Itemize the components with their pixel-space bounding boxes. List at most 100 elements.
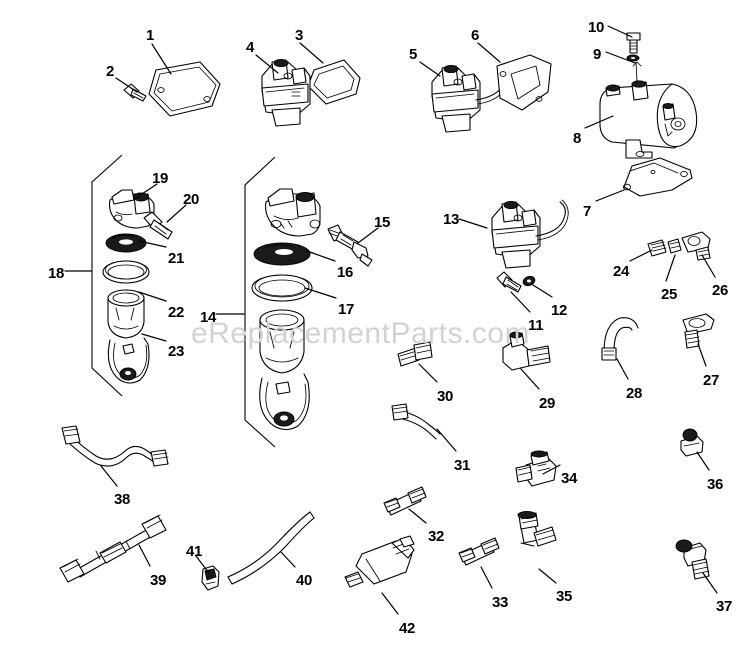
leader-lines <box>64 25 718 615</box>
callout-number-5: 5 <box>409 46 418 63</box>
part-22-glass-bowl-right <box>259 309 305 374</box>
part-29-elbow-fitting <box>502 331 551 371</box>
leader-line-35 <box>538 568 557 584</box>
callout-number-41: 41 <box>186 543 203 560</box>
part-21-filter-screen <box>105 233 147 253</box>
part-17-bowl-gasket-right <box>251 274 313 302</box>
callout-number-27: 27 <box>703 372 720 389</box>
callout-number-34: 34 <box>561 470 578 487</box>
part-34-valve-fitting <box>515 450 557 487</box>
part-17-bowl-gasket-left <box>102 260 150 284</box>
part-8-fuel-pump-canister <box>599 61 698 159</box>
callout-number-24: 24 <box>613 263 630 280</box>
part-27-connector <box>682 313 715 349</box>
callout-number-18: 18 <box>48 265 65 282</box>
part-15-needle-valve <box>327 224 373 267</box>
callout-number-28: 28 <box>626 385 643 402</box>
leader-line-39 <box>138 544 151 567</box>
leader-line-25 <box>665 254 676 282</box>
leader-line-13 <box>458 218 488 229</box>
leader-line-21 <box>138 240 167 248</box>
leader-line-7 <box>595 189 625 202</box>
part-5-fuel-pump-with-line <box>431 63 509 133</box>
leader-line-2 <box>115 77 138 93</box>
callout-number-21: 21 <box>168 250 185 267</box>
callout-number-25: 25 <box>661 286 678 303</box>
part-12-washer <box>522 275 536 287</box>
part-6-mounting-plate <box>496 54 552 111</box>
part-22-glass-bowl <box>107 289 145 339</box>
leader-line-34 <box>542 464 561 475</box>
part-37-elbow-fitting <box>675 539 710 580</box>
part-35-elbow-fitting <box>517 511 557 547</box>
part-14-filter-body <box>265 188 321 237</box>
callout-number-22: 22 <box>168 304 185 321</box>
callout-number-15: 15 <box>374 214 391 231</box>
callout-number-37: 37 <box>716 598 733 615</box>
callout-number-16: 16 <box>337 264 354 281</box>
callout-number-9: 9 <box>593 46 602 63</box>
callout-number-8: 8 <box>573 130 582 147</box>
part-16-filter-screen <box>253 242 311 266</box>
leader-line-37 <box>702 572 718 594</box>
callout-number-7: 7 <box>583 203 592 220</box>
leader-line-16 <box>306 250 336 262</box>
leader-line-22 <box>138 291 167 302</box>
leader-line-6 <box>477 42 501 63</box>
callout-number-36: 36 <box>707 476 724 493</box>
part-24-pipe-nipple <box>647 239 667 257</box>
part-40-fuel-hose <box>227 511 315 585</box>
part-39-fuel-line-assembly <box>59 514 167 583</box>
callout-number-29: 29 <box>539 395 556 412</box>
callout-number-13: 13 <box>443 211 460 228</box>
callout-number-33: 33 <box>492 594 509 611</box>
leader-line-42 <box>381 592 399 615</box>
callout-number-6: 6 <box>471 27 480 44</box>
leader-line-41 <box>195 555 210 574</box>
part-41-hose-clamp <box>201 565 220 591</box>
leader-line-11 <box>510 291 531 313</box>
part-42-inline-fuel-filter <box>344 535 415 588</box>
callout-number-38: 38 <box>114 491 131 508</box>
leader-line-32 <box>408 508 427 524</box>
leader-line-38 <box>100 465 118 487</box>
callout-number-23: 23 <box>168 343 185 360</box>
leader-line-27 <box>697 343 707 367</box>
leader-line-4 <box>255 54 279 74</box>
leader-line-17 <box>304 287 337 299</box>
callout-number-4: 4 <box>246 39 255 56</box>
leader-line-15 <box>357 227 379 244</box>
leader-line-9 <box>605 51 636 64</box>
leader-line-29 <box>520 368 540 390</box>
leader-line-30 <box>418 363 438 383</box>
leader-line-20 <box>166 204 187 223</box>
part-23-bowl-retainer-bail <box>107 337 150 384</box>
callout-number-3: 3 <box>295 27 304 44</box>
leader-line-10 <box>607 25 633 38</box>
callout-number-42: 42 <box>399 620 416 637</box>
leader-line-8 <box>584 115 614 129</box>
callout-number-20: 20 <box>183 191 200 208</box>
callout-number-31: 31 <box>454 457 471 474</box>
leader-line-1 <box>151 43 172 75</box>
callout-number-11: 11 <box>528 317 544 334</box>
leader-line-26 <box>701 254 716 278</box>
leader-line-3 <box>299 42 324 64</box>
part-19-filter-body <box>108 189 155 229</box>
callout-number-32: 32 <box>428 528 445 545</box>
callout-number-17: 17 <box>338 301 355 318</box>
callout-number-10: 10 <box>588 19 605 36</box>
part-36-cap-fitting <box>680 428 704 457</box>
part-9-washer <box>626 54 640 62</box>
leader-line-33 <box>480 566 493 589</box>
part-3-pump-gasket <box>307 59 361 105</box>
callout-number-14: 14 <box>200 309 217 326</box>
part-2-bolt <box>123 83 147 102</box>
part-33-pipe-nipple <box>458 537 500 566</box>
part-30-straight-fitting <box>397 341 433 367</box>
part-11-bolt <box>496 271 522 293</box>
part-20-drain-screw <box>143 211 173 240</box>
part-10-banjo-bolt <box>626 32 641 54</box>
